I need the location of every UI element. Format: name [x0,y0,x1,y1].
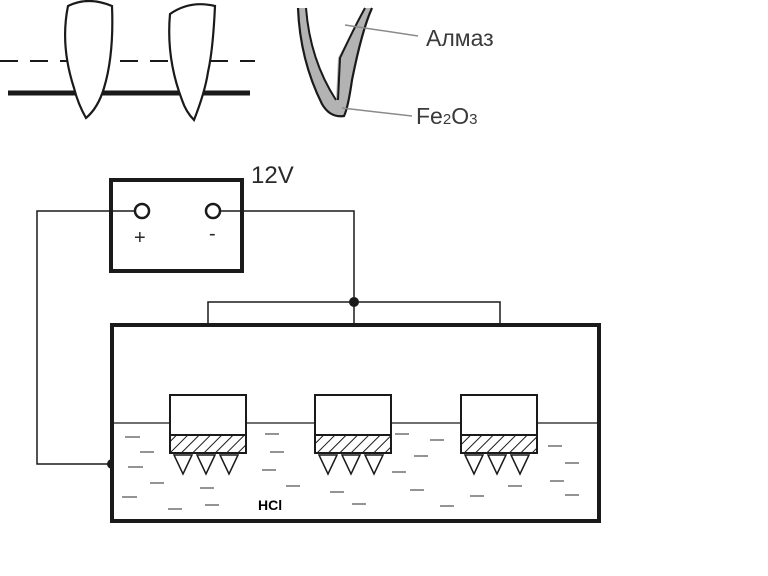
grain-left [64,0,114,120]
holder-tips [172,454,240,476]
holder-left [169,394,247,476]
tip-inner-line [305,7,366,101]
holder-center [314,394,392,476]
label-minus: - [209,223,216,245]
liquid-dashes [122,433,579,510]
holder-tips [317,454,385,476]
label-voltage: 12V [251,162,294,189]
leader-diamond [344,24,419,37]
terminal-negative [204,202,222,220]
wire-positive [36,210,135,465]
junction-top [349,297,359,307]
holder-tips [463,454,531,476]
tip-outer-line [296,7,374,118]
battery-box [109,178,244,273]
coated-tip-illustration: Алмаз Fe2O3 [296,7,494,129]
leader-oxide [341,107,413,117]
power-supply: 12V + - [109,162,294,273]
label-electrolyte: HCl [258,497,282,513]
hatched-layer [460,434,538,454]
wire-negative [220,210,355,302]
holder-right [460,394,538,476]
label-plus: + [134,227,146,249]
hatched-layer [169,434,247,454]
terminal-positive [133,202,151,220]
label-oxide: Fe2O3 [416,103,477,129]
grain-right [168,3,217,122]
grain-illustration [0,0,255,122]
hatched-layer [314,434,392,454]
label-diamond: Алмаз [426,25,494,51]
coating-layer [298,8,372,117]
